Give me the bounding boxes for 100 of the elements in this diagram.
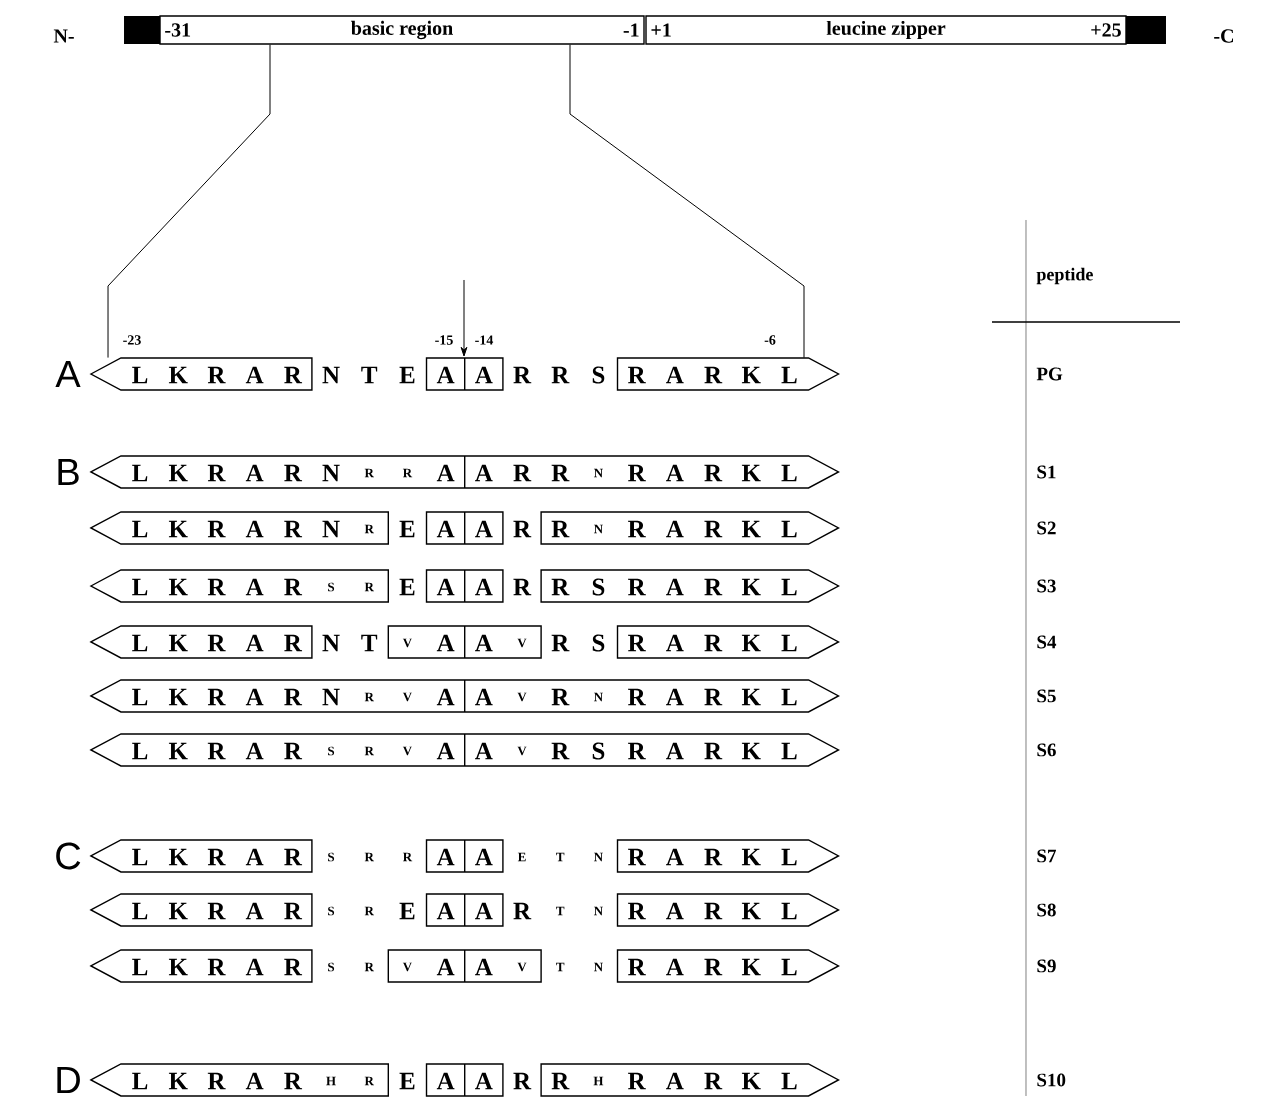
residue-letter: A: [475, 902, 493, 920]
residue-letter: K: [741, 1072, 761, 1090]
residue-letter: R: [284, 1072, 303, 1090]
peptide-name: S6: [1037, 743, 1056, 757]
residue-letter: R: [704, 902, 723, 920]
residue-letter: A: [245, 1072, 264, 1090]
residue-letter: R: [284, 634, 303, 652]
residue-letter: R: [207, 688, 226, 706]
residue-letter: R: [551, 578, 570, 596]
residue-letter: N: [322, 520, 340, 538]
residue-letter: A: [436, 688, 455, 706]
residue-letter: L: [781, 464, 797, 482]
domain-text: +25: [1091, 23, 1121, 37]
residue-letter: L: [781, 742, 797, 760]
residue-letter: K: [741, 366, 761, 384]
residue-letter: K: [741, 578, 761, 596]
residue-letter: A: [436, 902, 455, 920]
residue-letter: L: [781, 520, 797, 538]
residue-letter: A: [436, 958, 455, 976]
residue-letter: E: [399, 1072, 415, 1090]
zoom-line: [107, 44, 271, 359]
residue-letter: N: [322, 688, 340, 706]
residue-letter: A: [666, 688, 684, 706]
peptide-name: S10: [1037, 1073, 1066, 1087]
residue-letter: A: [245, 464, 264, 482]
peptide-name: S7: [1037, 849, 1056, 863]
residue-letter: L: [132, 464, 148, 482]
residue-letter: R: [704, 1072, 723, 1090]
residue-letter: N: [322, 464, 340, 482]
residue-letter: K: [741, 848, 761, 866]
peptide-name: S8: [1037, 903, 1056, 917]
residue-letter: S: [592, 634, 605, 652]
residue-letter: A: [475, 1072, 493, 1090]
residue-letter: K: [168, 958, 188, 976]
residue-letter: R: [513, 1072, 532, 1090]
residue-letter: L: [781, 902, 797, 920]
residue-letter: L: [781, 958, 797, 976]
residue-letter: R: [628, 742, 646, 760]
residue-letter: L: [132, 366, 148, 384]
residue-letter: A: [245, 688, 264, 706]
residue-letter: T: [361, 634, 378, 652]
residue-letter: L: [132, 958, 148, 976]
residue-letter: R: [551, 520, 570, 538]
peptide-name: S2: [1037, 521, 1056, 535]
residue-letter: A: [666, 634, 684, 652]
residue-letter: K: [741, 688, 761, 706]
residue-letter: R: [513, 520, 532, 538]
residue-letter: R: [284, 958, 303, 976]
residue-letter: R: [284, 688, 303, 706]
residue-letter: L: [781, 634, 797, 652]
residue-letter: A: [245, 958, 264, 976]
residue-letter: E: [399, 902, 415, 920]
residue-letter: K: [741, 902, 761, 920]
residue-letter: A: [436, 742, 455, 760]
residue-letter: R: [207, 848, 226, 866]
residue-letter: R: [207, 742, 226, 760]
residue-letter: L: [132, 848, 148, 866]
residue-letter: R: [207, 366, 226, 384]
residue-letter: R: [284, 742, 303, 760]
residue-letter: R: [284, 902, 303, 920]
residue-letter: A: [666, 902, 684, 920]
residue-letter: R: [551, 742, 570, 760]
domain-text: -1: [623, 23, 639, 37]
residue-letter: A: [666, 464, 684, 482]
residue-letter: K: [741, 742, 761, 760]
residue-letter: A: [245, 634, 264, 652]
residue-letter: A: [666, 742, 684, 760]
residue-letter: R: [628, 366, 646, 384]
residue-letter: R: [207, 634, 226, 652]
residue-letter: R: [628, 902, 646, 920]
residue-letter: R: [551, 688, 570, 706]
residue-letter: R: [207, 464, 226, 482]
residue-letter: A: [475, 848, 493, 866]
peptide-name: S3: [1037, 579, 1056, 593]
residue-letter: A: [475, 958, 493, 976]
residue-letter: R: [628, 520, 646, 538]
residue-letter: R: [628, 958, 646, 976]
residue-letter: T: [361, 366, 378, 384]
domain-text: +1: [651, 23, 671, 37]
residue-letter: A: [436, 464, 455, 482]
residue-letter: K: [168, 902, 188, 920]
residue-letter: N: [322, 634, 340, 652]
residue-letter: R: [513, 464, 532, 482]
residue-letter: A: [245, 902, 264, 920]
residue-letter: R: [207, 1072, 226, 1090]
residue-letter: R: [551, 366, 570, 384]
residue-letter: A: [475, 520, 493, 538]
residue-letter: R: [628, 464, 646, 482]
residue-letter: A: [475, 578, 493, 596]
residue-letter: K: [168, 634, 188, 652]
residue-letter: A: [245, 578, 264, 596]
residue-letter: A: [245, 366, 264, 384]
domain-text: leucine zipper: [826, 20, 946, 40]
residue-letter: K: [168, 742, 188, 760]
residue-letter: N: [322, 366, 340, 384]
residue-letter: R: [513, 902, 532, 920]
residue-letter: R: [284, 848, 303, 866]
zoom-line: [569, 44, 805, 359]
residue-letter: R: [551, 464, 570, 482]
residue-letter: L: [132, 578, 148, 596]
